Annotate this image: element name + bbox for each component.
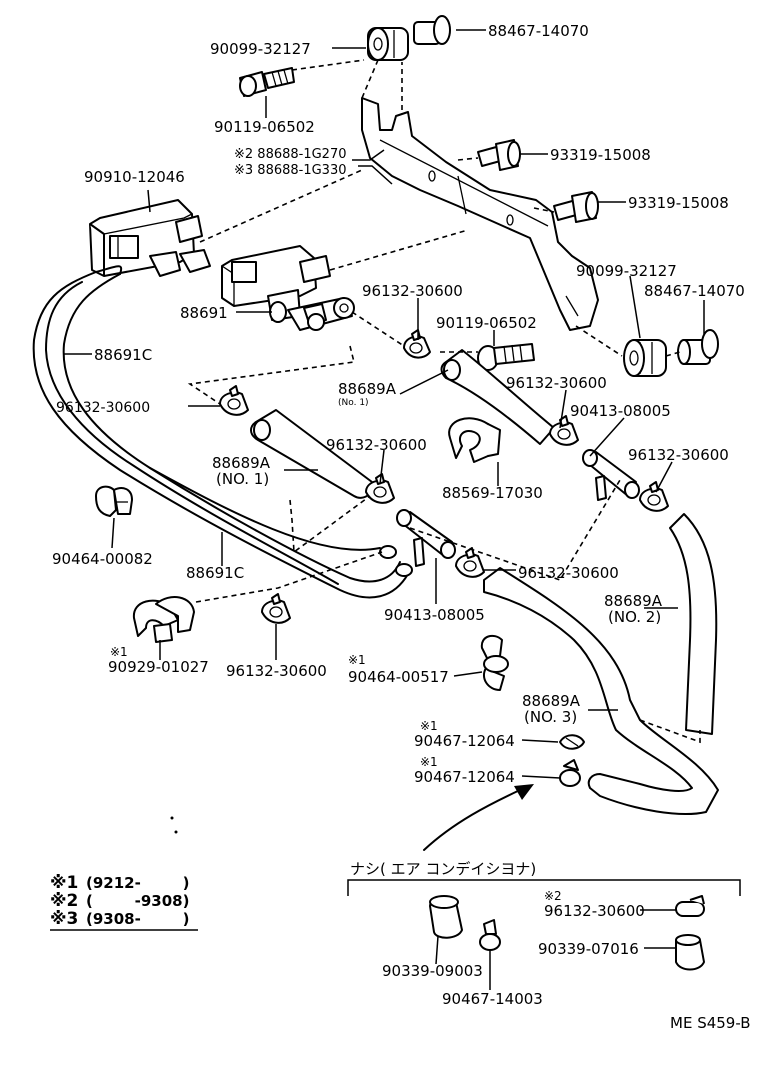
arrow <box>423 789 521 851</box>
label-90929-01027: 90929-01027 <box>108 658 209 676</box>
clamp-1 <box>403 329 431 359</box>
label-96132-30600-f: 96132-30600 <box>518 564 619 582</box>
clamp-6 <box>455 547 485 578</box>
diagram-code: ME S459-B <box>670 1014 751 1032</box>
label-96132-30600-a: 96132-30600 <box>362 282 463 300</box>
label-88691: 88691 <box>180 304 228 322</box>
label-90413-08005-lower: 90413-08005 <box>384 606 485 624</box>
label-note2: ※2 <box>544 889 562 903</box>
hose-no2 <box>669 513 718 735</box>
vsv-right <box>221 245 355 331</box>
grommet-right <box>623 339 667 377</box>
legend: ※1 (9212- ) ※2 ( -9308) ※3 (9308- ) <box>50 873 198 931</box>
label-90467-12064-lower: 90467-12064 <box>414 768 515 786</box>
bolt-top <box>239 67 295 97</box>
dot <box>174 830 178 834</box>
label-88467-14070-right: 88467-14070 <box>644 282 745 300</box>
label-96132-30600-d: 96132-30600 <box>628 446 729 464</box>
leader-lines <box>64 29 705 990</box>
clamp-3 <box>549 415 579 446</box>
label-93319-15008-lower: 93319-15008 <box>628 194 729 212</box>
label-88569-17030: 88569-17030 <box>442 484 543 502</box>
label-90467-12064-upper: 90467-12064 <box>414 732 515 750</box>
label-88689a-left: 88689A <box>212 454 271 472</box>
clip-90467-12064-upper <box>559 734 585 750</box>
hose-no3 <box>483 567 719 815</box>
label-96132-30600-c: 96132-30600 <box>506 374 607 392</box>
label-90119-06502-mid: 90119-06502 <box>436 314 537 332</box>
label-93319-15008-upper: 93319-15008 <box>550 146 651 164</box>
label-88689a-no3: 88689A <box>522 692 581 710</box>
label-nashi-aircon: ナシ( エア コンデイシヨナ) <box>350 860 536 878</box>
label-88467-14070-top: 88467-14070 <box>488 22 589 40</box>
labels: 90099-32127 88467-14070 90119-06502 ※2 8… <box>52 22 751 1032</box>
vsv-left <box>89 199 211 277</box>
clip-90467-14003 <box>479 919 501 951</box>
arrow-head <box>514 784 534 800</box>
bolt-middle <box>477 343 535 371</box>
label-no1-left: (NO. 1) <box>216 470 269 488</box>
joint-lower <box>396 509 456 567</box>
dot <box>170 816 174 820</box>
label-note1-a: ※1 <box>110 645 128 659</box>
group-bracket <box>347 879 741 896</box>
clip-90467-12064-lower <box>559 759 581 787</box>
label-88689a-upper: 88689A <box>338 380 397 398</box>
label-90339-07016: 90339-07016 <box>538 940 639 958</box>
cap-90339-07016 <box>675 934 705 971</box>
hose-no1-upper <box>440 349 555 445</box>
collar-top <box>413 15 451 45</box>
label-88688-1g330: ※3 88688-1G330 <box>234 163 347 178</box>
label-90099-32127-top: 90099-32127 <box>210 40 311 58</box>
legend-range-1: (9212- ) <box>86 874 189 892</box>
label-90464-00517: 90464-00517 <box>348 668 449 686</box>
clamp-2 <box>219 385 249 416</box>
label-96132-30600-e: 96132-30600 <box>326 436 427 454</box>
label-no3: (NO. 3) <box>524 708 577 726</box>
label-90339-09003: 90339-09003 <box>382 962 483 980</box>
label-90467-14003: 90467-14003 <box>442 990 543 1008</box>
label-96132-30600-h: 96132-30600 <box>544 902 645 920</box>
label-90099-32127-right: 90099-32127 <box>576 262 677 280</box>
clamp-7 <box>261 593 291 624</box>
label-96132-30600-b: 96132-30600 <box>56 400 150 416</box>
collar-right <box>677 329 719 365</box>
label-88689a-no2: 88689A <box>604 592 663 610</box>
label-90119-06502-top: 90119-06502 <box>214 118 315 136</box>
clip-90464-00517 <box>480 634 509 691</box>
legend-mark-3: ※3 <box>50 909 78 929</box>
clamp-5 <box>639 481 669 512</box>
stud-upper <box>477 139 521 171</box>
label-note1-b: ※1 <box>348 653 366 667</box>
joint-upper <box>582 449 640 501</box>
label-96132-30600-g: 96132-30600 <box>226 662 327 680</box>
label-90910-12046: 90910-12046 <box>84 168 185 186</box>
legend-mark-1: ※1 <box>50 873 78 893</box>
label-no2: (NO. 2) <box>608 608 661 626</box>
grommet-top <box>367 27 409 61</box>
label-88688-1g270: ※2 88688-1G270 <box>234 147 347 162</box>
label-90413-08005-upper: 90413-08005 <box>570 402 671 420</box>
label-88691c-upper: 88691C <box>94 346 152 364</box>
stud-lower <box>553 191 599 223</box>
clip-88569 <box>448 417 501 463</box>
bracket <box>361 97 599 331</box>
legend-range-2: ( -9308) <box>86 892 189 910</box>
clip-90464-00082 <box>95 485 133 517</box>
assembly-dashes <box>187 59 701 744</box>
label-note1-c: ※1 <box>420 719 438 733</box>
clamp-96132-bottom <box>675 895 705 917</box>
plug-90339-09003 <box>429 895 463 939</box>
legend-range-3: (9308- ) <box>86 910 189 928</box>
hose-88691c <box>32 265 413 599</box>
label-90464-00082: 90464-00082 <box>52 550 153 568</box>
legend-mark-2: ※2 <box>50 891 78 911</box>
clip-90929 <box>132 596 195 643</box>
label-no1-small: (No. 1) <box>338 398 369 408</box>
label-88691c-lower: 88691C <box>186 564 244 582</box>
label-note1-d: ※1 <box>420 755 438 769</box>
